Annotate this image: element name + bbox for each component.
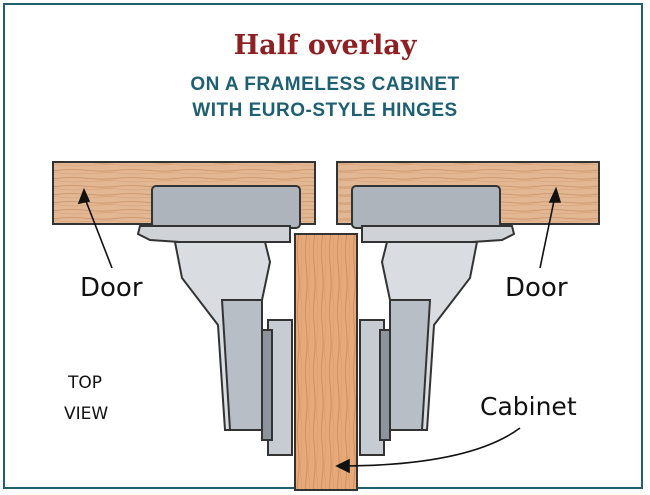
door-left-label: Door bbox=[80, 273, 143, 303]
door-left-arrow bbox=[77, 187, 113, 269]
door-right-label: Door bbox=[505, 273, 568, 303]
subtitle-line-2: WITH EURO-STYLE HINGES bbox=[192, 100, 458, 121]
right-hinge-arm bbox=[359, 225, 516, 456]
cabinet-side bbox=[294, 233, 358, 491]
left-hinge-arm bbox=[136, 225, 293, 456]
view-label-top: TOP bbox=[68, 373, 103, 393]
cabinet-arrow bbox=[335, 427, 521, 474]
right-hinge-cup bbox=[351, 185, 501, 229]
diagram-title: Half overlay bbox=[233, 30, 417, 61]
door-right-arrow bbox=[539, 186, 562, 269]
left-hinge-cup bbox=[151, 185, 301, 229]
view-label-view: VIEW bbox=[64, 404, 109, 424]
cabinet-label: Cabinet bbox=[480, 392, 577, 421]
subtitle-line-1: ON A FRAMELESS CABINET bbox=[190, 74, 460, 95]
